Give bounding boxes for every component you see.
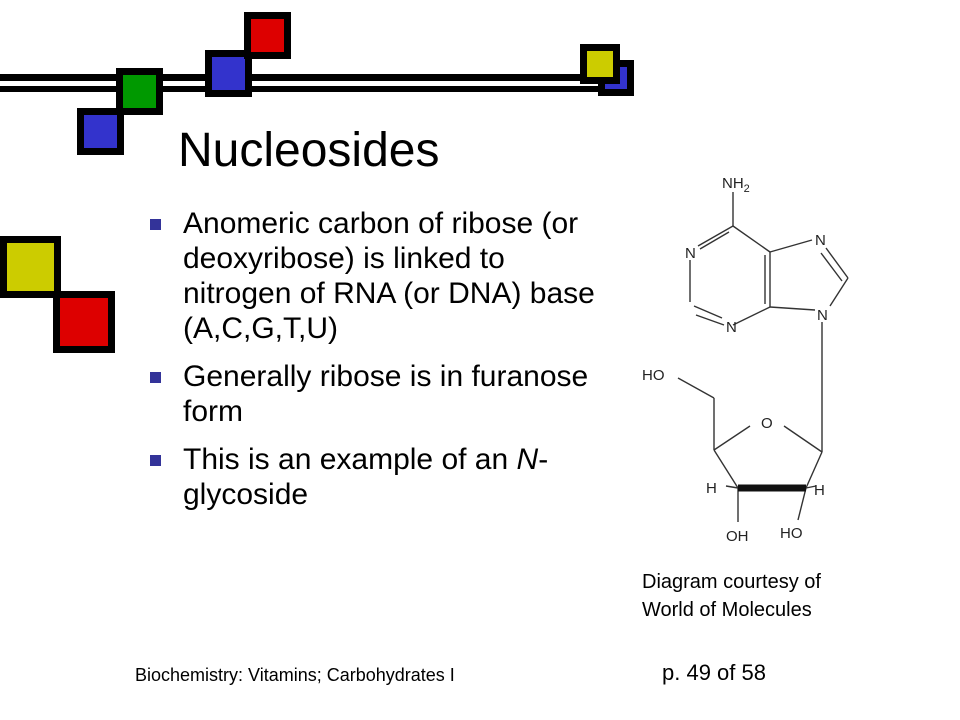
n3-label: N <box>726 319 737 336</box>
h2-label: H <box>706 480 717 497</box>
n9-label: N <box>817 307 828 324</box>
decorative-square-yellow <box>580 44 620 84</box>
ho-label: HO <box>780 525 803 542</box>
decorative-square-red <box>53 291 115 353</box>
n1-label: N <box>685 245 696 262</box>
decorative-square-green <box>116 68 163 115</box>
ring-oxygen-label: O <box>761 415 773 432</box>
decorative-line-bottom <box>0 86 612 92</box>
n7-label: N <box>815 232 826 249</box>
bullet-item: This is an example of an N-glycoside <box>148 442 608 512</box>
slide-footer: Biochemistry: Vitamins; Carbohydrates I <box>135 665 455 685</box>
adenosine-structure-diagram: NH2 N N N N HO O H H OH HO <box>642 175 849 545</box>
molecule-bonds <box>677 192 849 522</box>
decorative-square-blue <box>77 108 124 155</box>
decorative-square-yellow <box>0 236 61 298</box>
bullet-text: Generally ribose is in furanose form <box>183 360 589 428</box>
diagram-caption: Diagram courtesy of World of Molecules <box>642 568 821 624</box>
bullet-item: Anomeric carbon of ribose (or deoxyribos… <box>148 206 608 346</box>
bullet-text-before: This is an example of an <box>183 443 517 476</box>
ho5-label: HO <box>642 367 665 384</box>
bullet-square-icon <box>150 372 161 383</box>
nh2-label: NH2 <box>722 175 750 195</box>
h3-label: H <box>814 482 825 499</box>
bullet-text: Anomeric carbon of ribose (or deoxyribos… <box>183 207 595 345</box>
oh-label: OH <box>726 528 749 545</box>
bullet-list: Anomeric carbon of ribose (or deoxyribos… <box>148 206 608 525</box>
molecule-labels: NH2 N N N N HO O H H OH HO <box>642 175 828 545</box>
bullet-text-after: -glycoside <box>183 443 549 511</box>
decorative-square-red <box>244 12 291 59</box>
page-number: p. 49 of 58 <box>662 660 766 685</box>
bullet-square-icon <box>150 455 161 466</box>
slide-title: Nucleosides <box>178 124 440 177</box>
decorative-line-top <box>0 74 605 81</box>
caption-line: Diagram courtesy of <box>642 571 821 593</box>
bullet-item: Generally ribose is in furanose form <box>148 359 608 429</box>
bullet-text-italic: N <box>516 443 539 476</box>
caption-line: World of Molecules <box>642 599 812 621</box>
bullet-square-icon <box>150 219 161 230</box>
